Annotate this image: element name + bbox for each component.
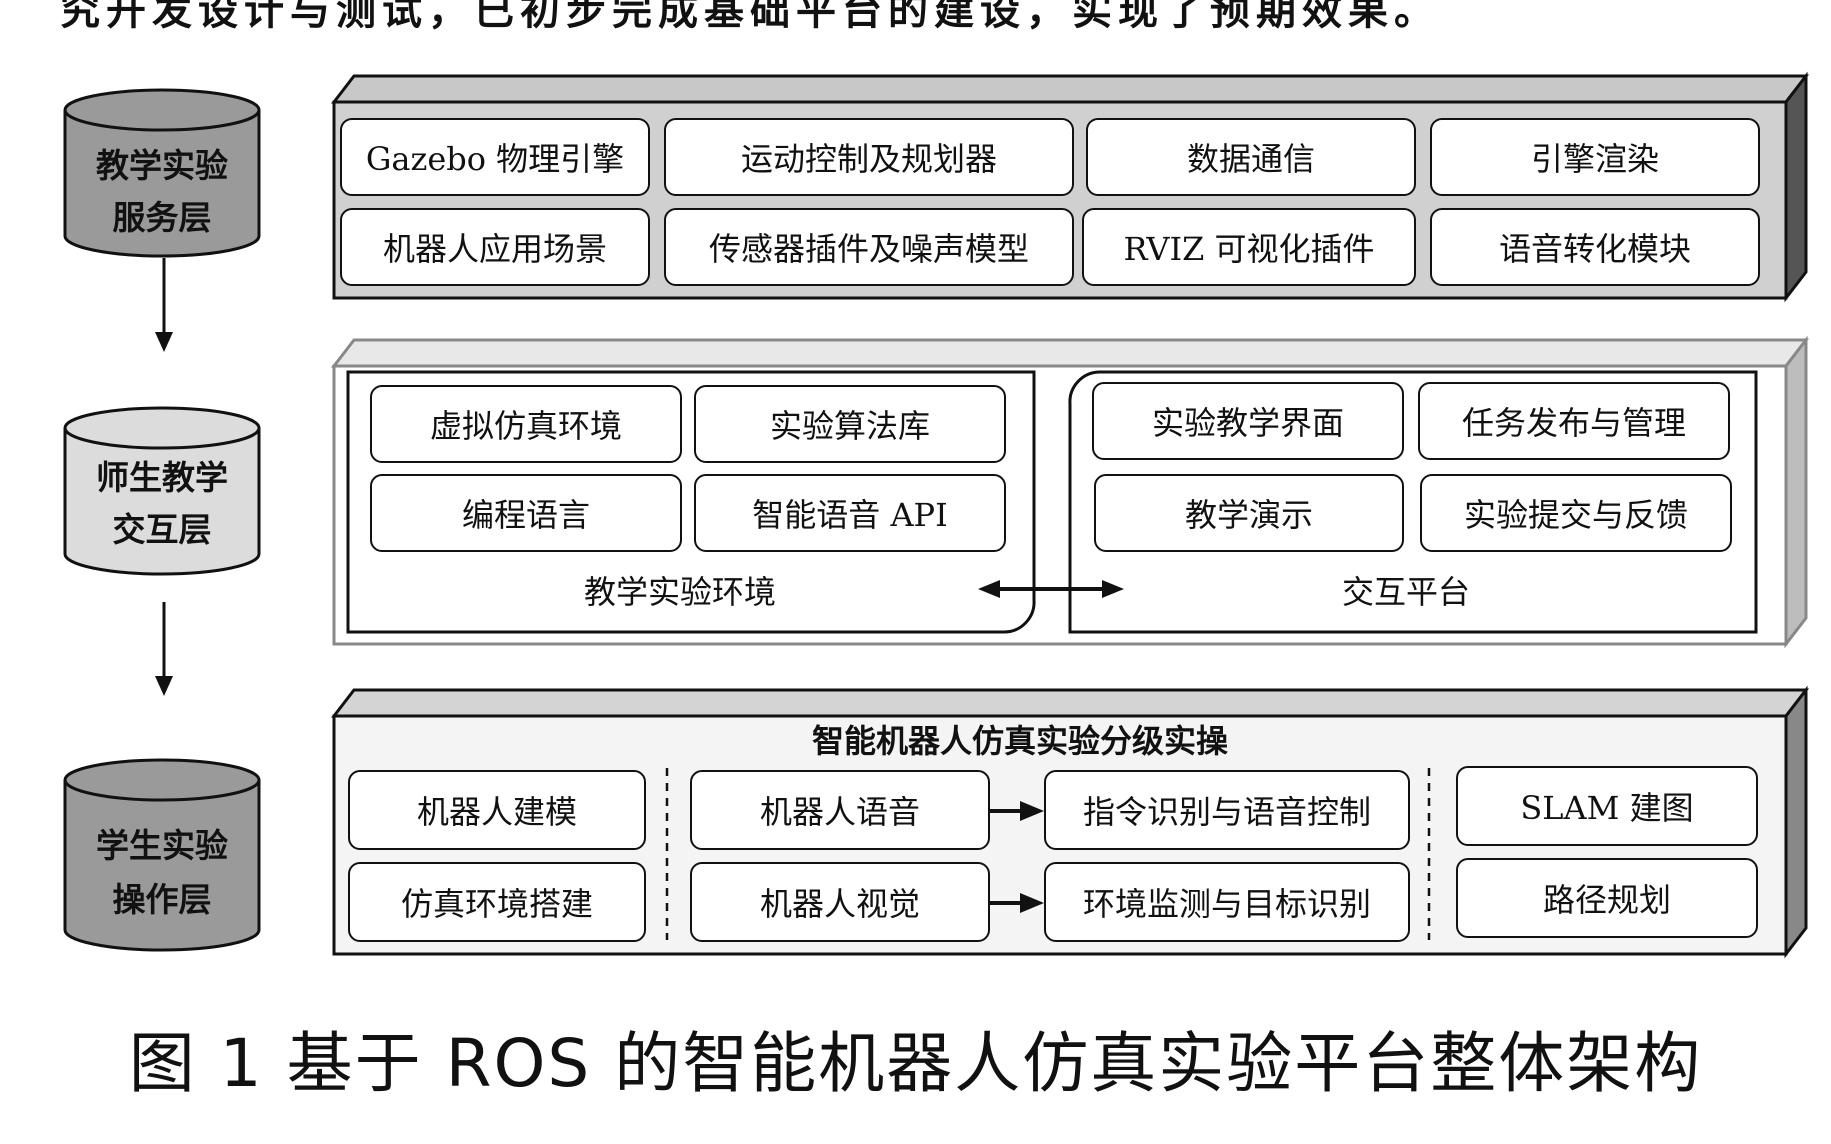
arrow-right-1	[990, 801, 1044, 821]
figure-caption: 图 1 基于 ROS 的智能机器人仿真实验平台整体架构	[128, 1025, 1703, 1102]
interaction-layer-label-2: 交互层	[112, 510, 212, 549]
arrow-down-2	[155, 602, 173, 696]
module-speech-api: 智能语音 API	[694, 474, 1006, 552]
operation-layer-label-2: 操作层	[112, 880, 212, 919]
module-task-publish: 任务发布与管理	[1418, 382, 1730, 460]
module-data-comm: 数据通信	[1086, 118, 1416, 196]
interaction-platform-label: 交互平台	[1342, 573, 1471, 611]
module-robot-scene: 机器人应用场景	[340, 208, 650, 286]
module-path-planning: 路径规划	[1456, 858, 1758, 938]
module-teaching-demo: 教学演示	[1094, 474, 1404, 552]
service-layer-label-1: 教学实验	[96, 146, 228, 185]
arrow-right-2	[990, 893, 1044, 913]
module-speech: 语音转化模块	[1430, 208, 1760, 286]
divider-dashed-2	[1427, 768, 1431, 940]
module-motion-control: 运动控制及规划器	[664, 118, 1074, 196]
module-robot-voice: 机器人语音	[690, 770, 990, 850]
interaction-layer-label-1: 师生教学	[96, 458, 228, 497]
module-sensor-plugin: 传感器插件及噪声模型	[664, 208, 1074, 286]
service-layer-cylinder: 教学实验 服务层	[62, 88, 262, 258]
module-engine-render: 引擎渲染	[1430, 118, 1760, 196]
service-layer-label-2: 服务层	[112, 198, 212, 237]
module-robot-vision: 机器人视觉	[690, 862, 990, 942]
interaction-layer-cylinder: 师生教学 交互层	[62, 406, 262, 576]
arrow-down-1	[155, 258, 173, 352]
cylinder-shape	[63, 88, 261, 258]
operation-layer-label-1: 学生实验	[96, 826, 228, 865]
header-text-fragment: 究开发设计与测试，已初步完成基础平台的建设，实现了预期效果。	[60, 0, 1440, 34]
bidirectional-arrow	[978, 580, 1124, 598]
module-rviz: RVIZ 可视化插件	[1082, 208, 1416, 286]
divider-dashed-1	[665, 768, 669, 940]
module-virtual-sim: 虚拟仿真环境	[370, 385, 682, 463]
module-env-monitoring: 环境监测与目标识别	[1044, 862, 1410, 942]
module-command-recognition: 指令识别与语音控制	[1044, 770, 1410, 850]
module-gazebo: Gazebo 物理引擎	[340, 118, 650, 196]
module-slam: SLAM 建图	[1456, 766, 1758, 846]
module-algorithm-lib: 实验算法库	[694, 385, 1006, 463]
module-robot-modeling: 机器人建模	[348, 770, 646, 850]
cylinder-shape	[63, 758, 261, 952]
operation-title: 智能机器人仿真实验分级实操	[812, 722, 1229, 760]
cylinder-shape	[63, 406, 261, 576]
module-submit-feedback: 实验提交与反馈	[1420, 474, 1732, 552]
module-programming-lang: 编程语言	[370, 474, 682, 552]
teaching-env-label: 教学实验环境	[584, 573, 777, 611]
operation-layer-cylinder: 学生实验 操作层	[62, 758, 262, 958]
module-teaching-ui: 实验教学界面	[1092, 382, 1404, 460]
module-sim-env-build: 仿真环境搭建	[348, 862, 646, 942]
